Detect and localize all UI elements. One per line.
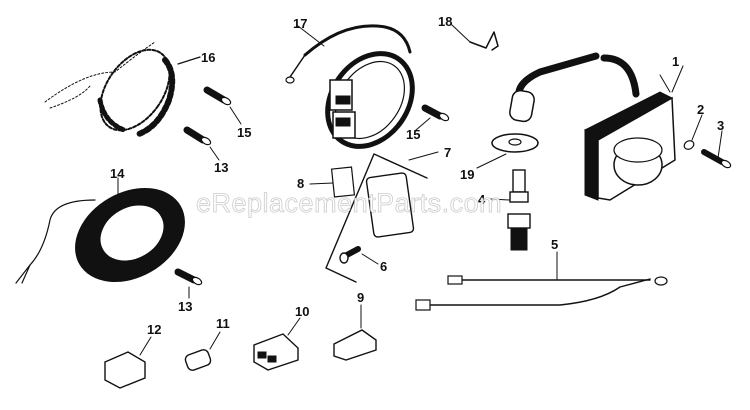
callout-2: 2 bbox=[697, 102, 705, 117]
harness-5-drawing bbox=[415, 251, 668, 311]
trigger-17-drawing bbox=[285, 24, 415, 149]
washer-2-drawing bbox=[683, 114, 703, 150]
screw-15-middle-drawing bbox=[415, 104, 450, 131]
clip-18-drawing bbox=[451, 24, 499, 51]
stator-14-drawing bbox=[15, 177, 185, 284]
callout-9: 9 bbox=[357, 290, 365, 305]
callout-12: 12 bbox=[147, 322, 162, 337]
screw-6-drawing bbox=[339, 246, 379, 265]
ignition-coil-1-drawing bbox=[509, 52, 684, 201]
callout-16: 16 bbox=[201, 50, 216, 65]
connector-9-drawing bbox=[333, 304, 377, 361]
callout-13-upper: 13 bbox=[214, 160, 229, 175]
callout-19: 19 bbox=[460, 167, 475, 182]
screw-15-left-drawing bbox=[203, 86, 242, 125]
screw-13-upper-drawing bbox=[183, 126, 220, 161]
callout-4: 4 bbox=[478, 192, 486, 207]
callout-11: 11 bbox=[216, 316, 230, 331]
callout-8: 8 bbox=[297, 176, 305, 191]
callout-15-middle: 15 bbox=[406, 127, 421, 142]
callout-18: 18 bbox=[438, 14, 453, 29]
callout-5: 5 bbox=[551, 237, 559, 252]
connector-10-drawing bbox=[253, 317, 301, 371]
screw-3-drawing bbox=[701, 130, 732, 169]
callout-14: 14 bbox=[110, 166, 125, 181]
callout-7: 7 bbox=[444, 145, 452, 160]
callout-17: 17 bbox=[293, 16, 308, 31]
callout-13-lower: 13 bbox=[178, 299, 193, 314]
stator-16-drawing bbox=[44, 41, 176, 137]
washer-19-drawing bbox=[476, 133, 539, 169]
callout-10: 10 bbox=[295, 304, 310, 319]
spark-plug-4-drawing bbox=[489, 169, 531, 251]
callout-1: 1 bbox=[672, 54, 680, 69]
callout-15-left: 15 bbox=[237, 125, 252, 140]
plug-11-drawing bbox=[184, 331, 221, 371]
bracket-8-drawing bbox=[309, 166, 356, 198]
screw-13-lower-drawing bbox=[174, 268, 203, 299]
callout-3: 3 bbox=[717, 118, 725, 133]
plug-12-drawing bbox=[104, 336, 152, 389]
regulator-7-drawing bbox=[325, 151, 439, 283]
callout-6: 6 bbox=[380, 259, 388, 274]
